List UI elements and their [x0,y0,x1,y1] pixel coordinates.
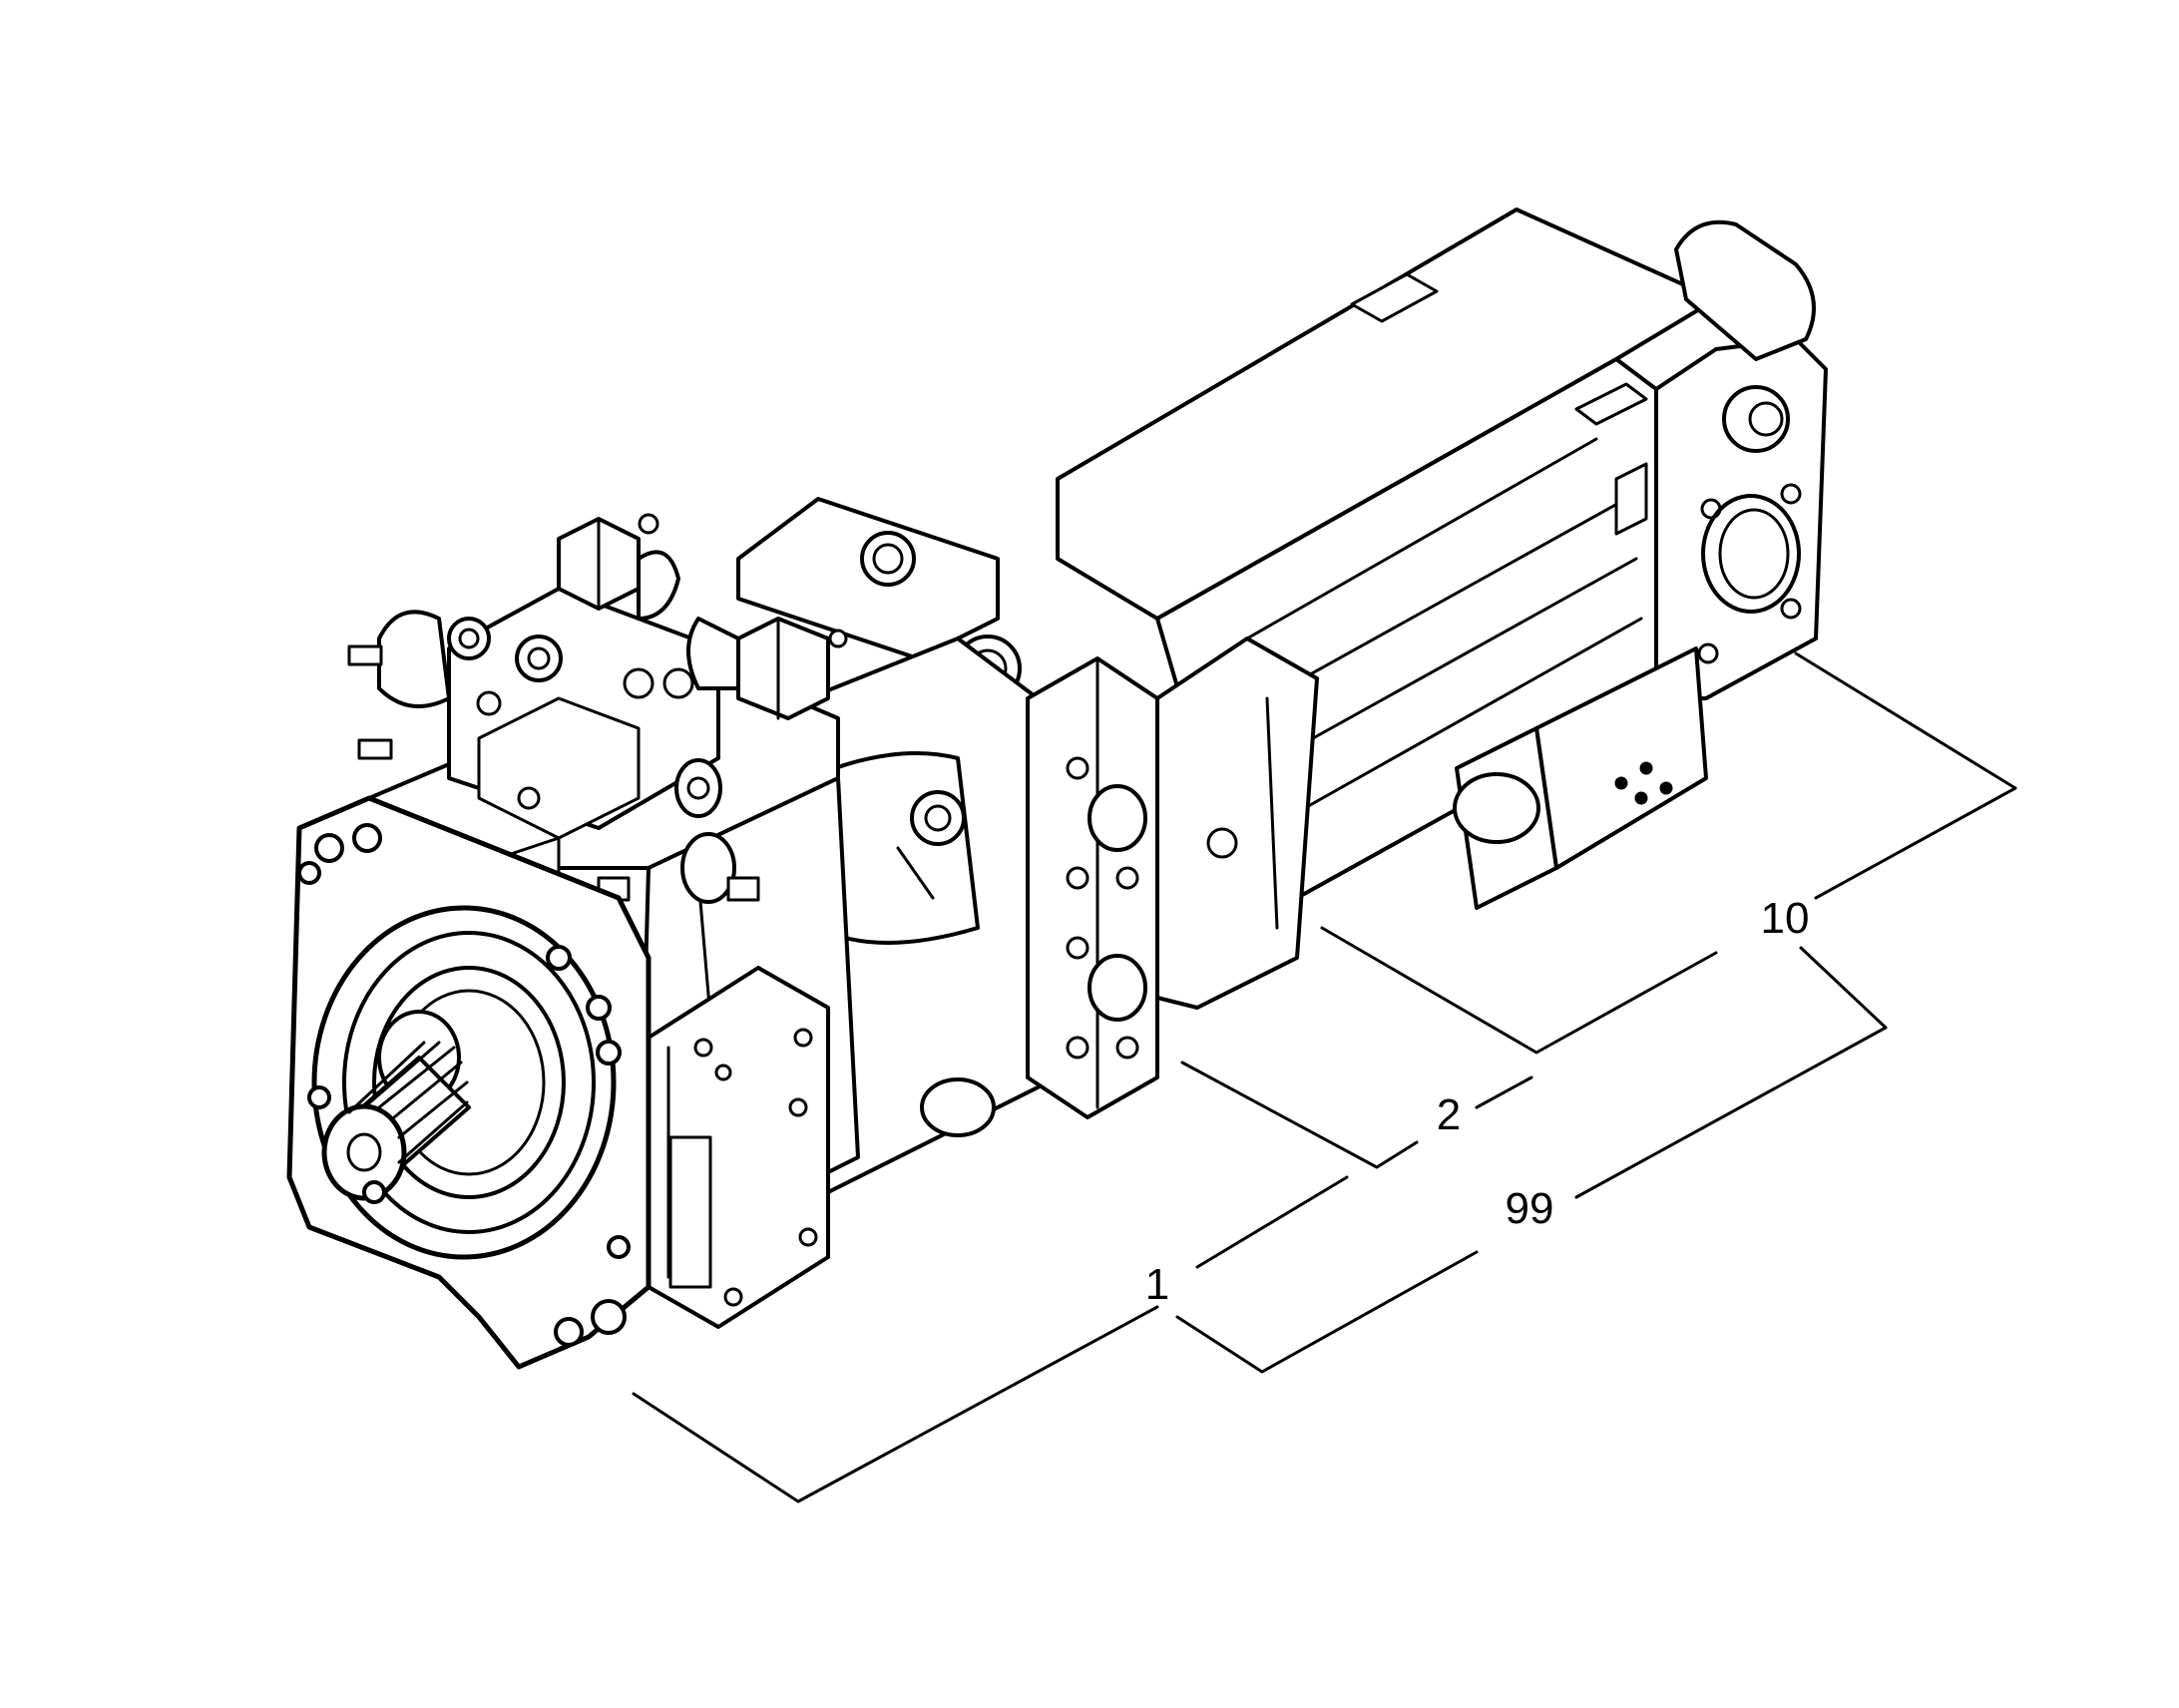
leader-2-bracket [1180,1061,1419,1169]
side-cover-plate [647,966,830,1329]
callout-2: 2 [1437,1090,1461,1139]
regulator-assembly [347,513,848,904]
lower-valve-block [1453,646,1708,910]
leader-10-tail [1814,786,2017,900]
leader-10-bracket [1320,926,1718,1055]
leader-99-tail [1574,1026,1888,1199]
leader-1-tail [1195,1175,1349,1269]
callout-10: 10 [1761,894,1810,943]
leader-1-bracket [632,1305,1159,1503]
leader-99-bracket [1175,1250,1479,1374]
port-plate [1026,637,1319,1119]
leader-10-top [1794,651,2017,790]
callout-99: 99 [1506,1184,1554,1233]
callout-leaders [632,651,2017,1503]
leader-2-tail [1475,1075,1533,1109]
callout-labels: 1 2 10 99 [1145,894,1810,1309]
callout-1: 1 [1145,1260,1169,1309]
leader-99-top [1799,946,1888,1030]
front-mounting-flange [286,795,652,1370]
